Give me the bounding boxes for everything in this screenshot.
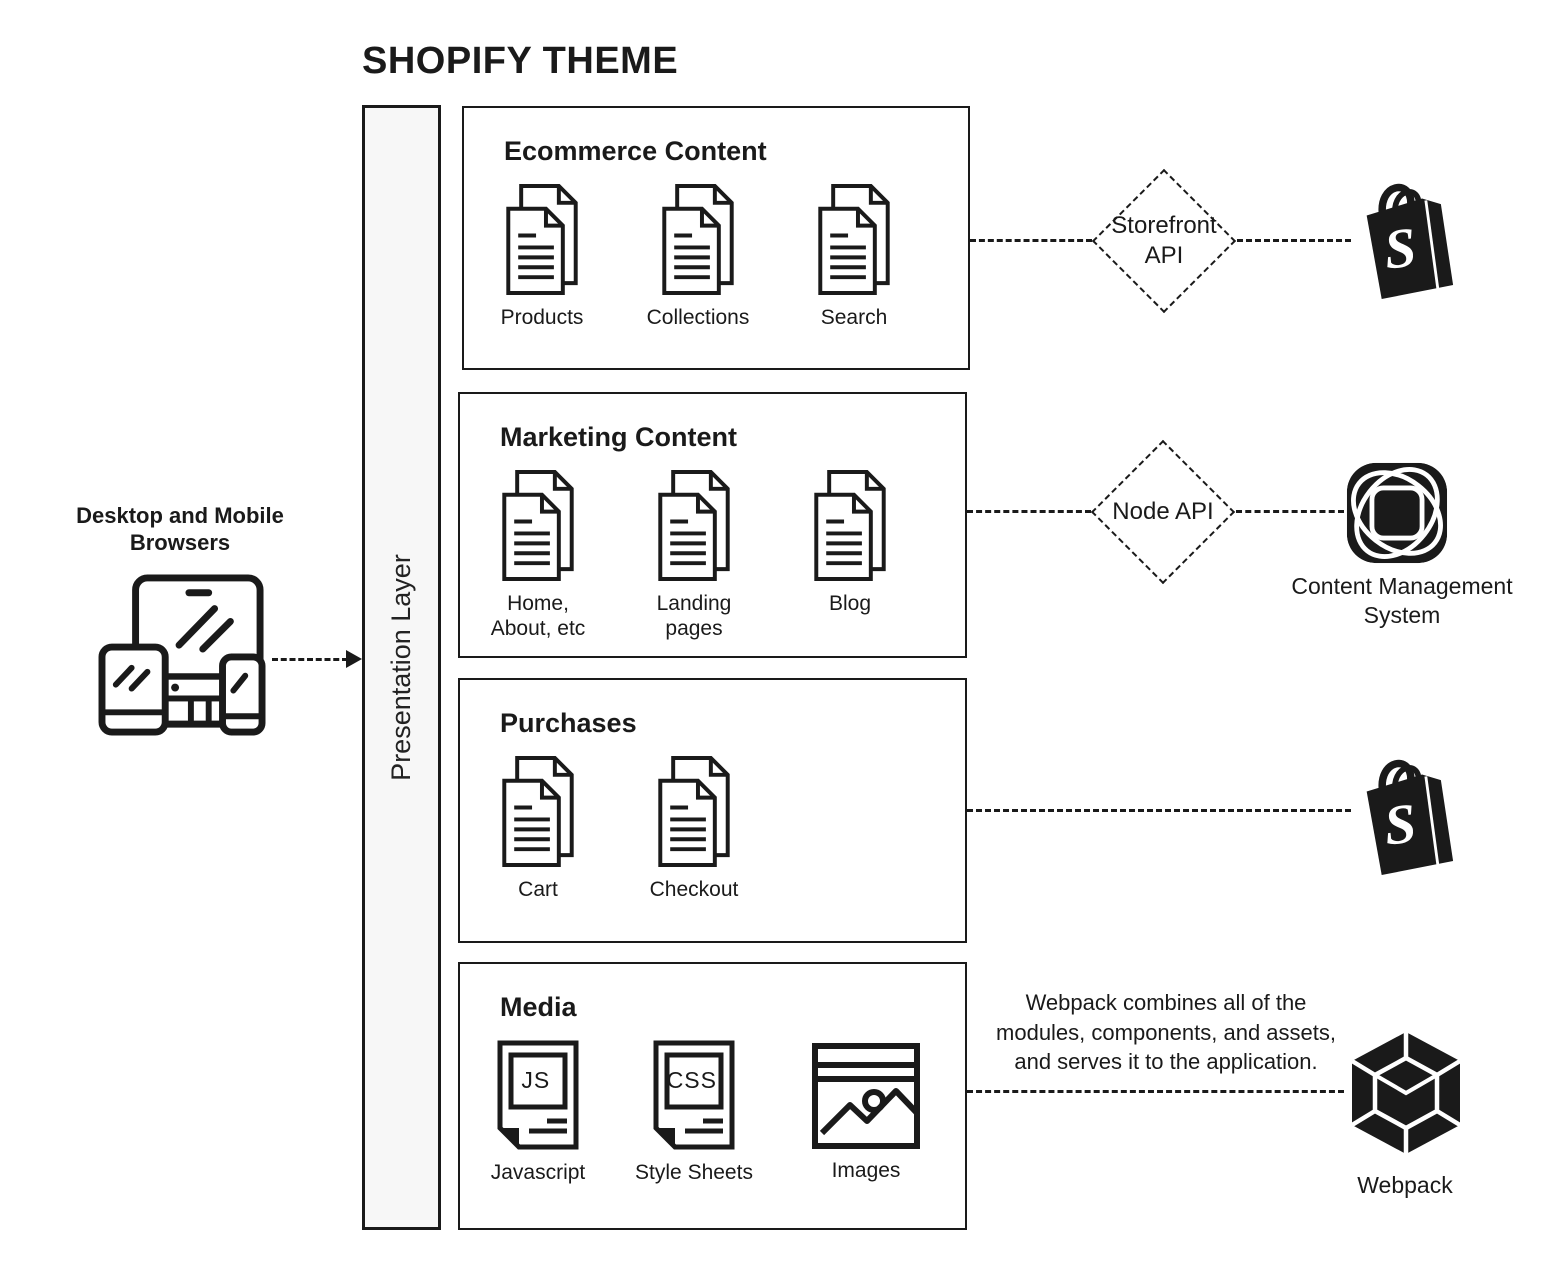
documents-icon bbox=[648, 467, 740, 584]
item-label: Search bbox=[820, 306, 888, 329]
arrowhead-icon bbox=[346, 650, 362, 668]
js-badge: JS bbox=[521, 1067, 551, 1094]
documents-icon bbox=[492, 753, 584, 870]
shopify-bag-icon bbox=[1350, 752, 1466, 876]
connector-marketing-to-node-api bbox=[967, 510, 1091, 513]
connector-node-api-to-cms bbox=[1236, 510, 1344, 513]
documents-icon bbox=[804, 467, 896, 584]
documents-icon bbox=[648, 753, 740, 870]
item-images: Images bbox=[788, 1037, 944, 1185]
webpack-label: Webpack bbox=[1357, 1172, 1453, 1198]
storefront-api-node: Storefront API bbox=[1090, 167, 1238, 315]
panel-ecommerce-content: Ecommerce Content Products Collections S… bbox=[462, 106, 970, 370]
documents-icon bbox=[496, 181, 588, 298]
item-checkout: Checkout bbox=[616, 753, 772, 902]
connector-storefront-api-to-shopify bbox=[1237, 239, 1351, 242]
item-home-about: Home, About, etc bbox=[460, 467, 616, 641]
item-blog: Blog bbox=[772, 467, 928, 641]
desktop-mobile-devices-icon bbox=[98, 574, 266, 736]
css-badge: CSS bbox=[666, 1067, 717, 1094]
item-javascript: JS Javascript bbox=[460, 1037, 616, 1185]
item-label: Products bbox=[500, 306, 584, 329]
browsers-label: Desktop and Mobile Browsers bbox=[76, 503, 284, 555]
page-title: SHOPIFY THEME bbox=[362, 40, 679, 82]
item-style-sheets: CSS Style Sheets bbox=[616, 1037, 772, 1185]
connector-browsers-to-layer bbox=[272, 658, 348, 661]
presentation-layer-label: Presentation Layer bbox=[386, 554, 417, 781]
item-label: Style Sheets bbox=[635, 1161, 753, 1184]
cms-icon bbox=[1346, 462, 1448, 564]
panel-title: Media bbox=[500, 992, 577, 1022]
presentation-layer-bar: Presentation Layer bbox=[362, 105, 441, 1230]
panel-title: Ecommerce Content bbox=[504, 136, 767, 166]
documents-icon bbox=[652, 181, 744, 298]
item-label: Home, About, etc bbox=[490, 592, 586, 641]
css-file-icon: CSS bbox=[651, 1039, 737, 1153]
item-search: Search bbox=[776, 181, 932, 330]
javascript-file-icon: JS bbox=[495, 1039, 581, 1153]
item-label: Cart bbox=[518, 878, 558, 901]
item-label: Checkout bbox=[649, 878, 739, 901]
documents-icon bbox=[492, 467, 584, 584]
item-label: Blog bbox=[828, 592, 872, 615]
storefront-api-label: Storefront API bbox=[1111, 212, 1217, 269]
connector-purchases-to-shopify bbox=[967, 809, 1351, 812]
item-landing-pages: Landing pages bbox=[616, 467, 772, 641]
panel-purchases: Purchases Cart Checkout bbox=[458, 678, 967, 943]
item-label: Collections bbox=[646, 306, 750, 329]
node-api-label: Node API bbox=[1112, 498, 1214, 525]
connector-ecommerce-to-storefront-api bbox=[970, 239, 1092, 242]
panel-media: Media JS Javascript CSS Style Sheets Ima… bbox=[458, 962, 967, 1230]
item-label: Javascript bbox=[490, 1161, 586, 1184]
item-collections: Collections bbox=[620, 181, 776, 330]
shopify-bag-icon bbox=[1350, 176, 1466, 300]
item-cart: Cart bbox=[460, 753, 616, 902]
connector-media-to-webpack bbox=[967, 1090, 1344, 1093]
documents-icon bbox=[808, 181, 900, 298]
cms-label: Content Management System bbox=[1291, 573, 1513, 628]
node-api-node: Node API bbox=[1089, 438, 1237, 586]
panel-title: Purchases bbox=[500, 708, 637, 738]
item-label: Images bbox=[831, 1159, 901, 1182]
panel-marketing-content: Marketing Content Home, About, etc Landi… bbox=[458, 392, 967, 658]
item-label: Landing pages bbox=[656, 592, 732, 641]
image-icon bbox=[810, 1041, 922, 1151]
webpack-icon bbox=[1350, 1032, 1462, 1154]
panel-title: Marketing Content bbox=[500, 422, 738, 452]
webpack-note: Webpack combines all of the modules, com… bbox=[996, 990, 1336, 1075]
item-products: Products bbox=[464, 181, 620, 330]
